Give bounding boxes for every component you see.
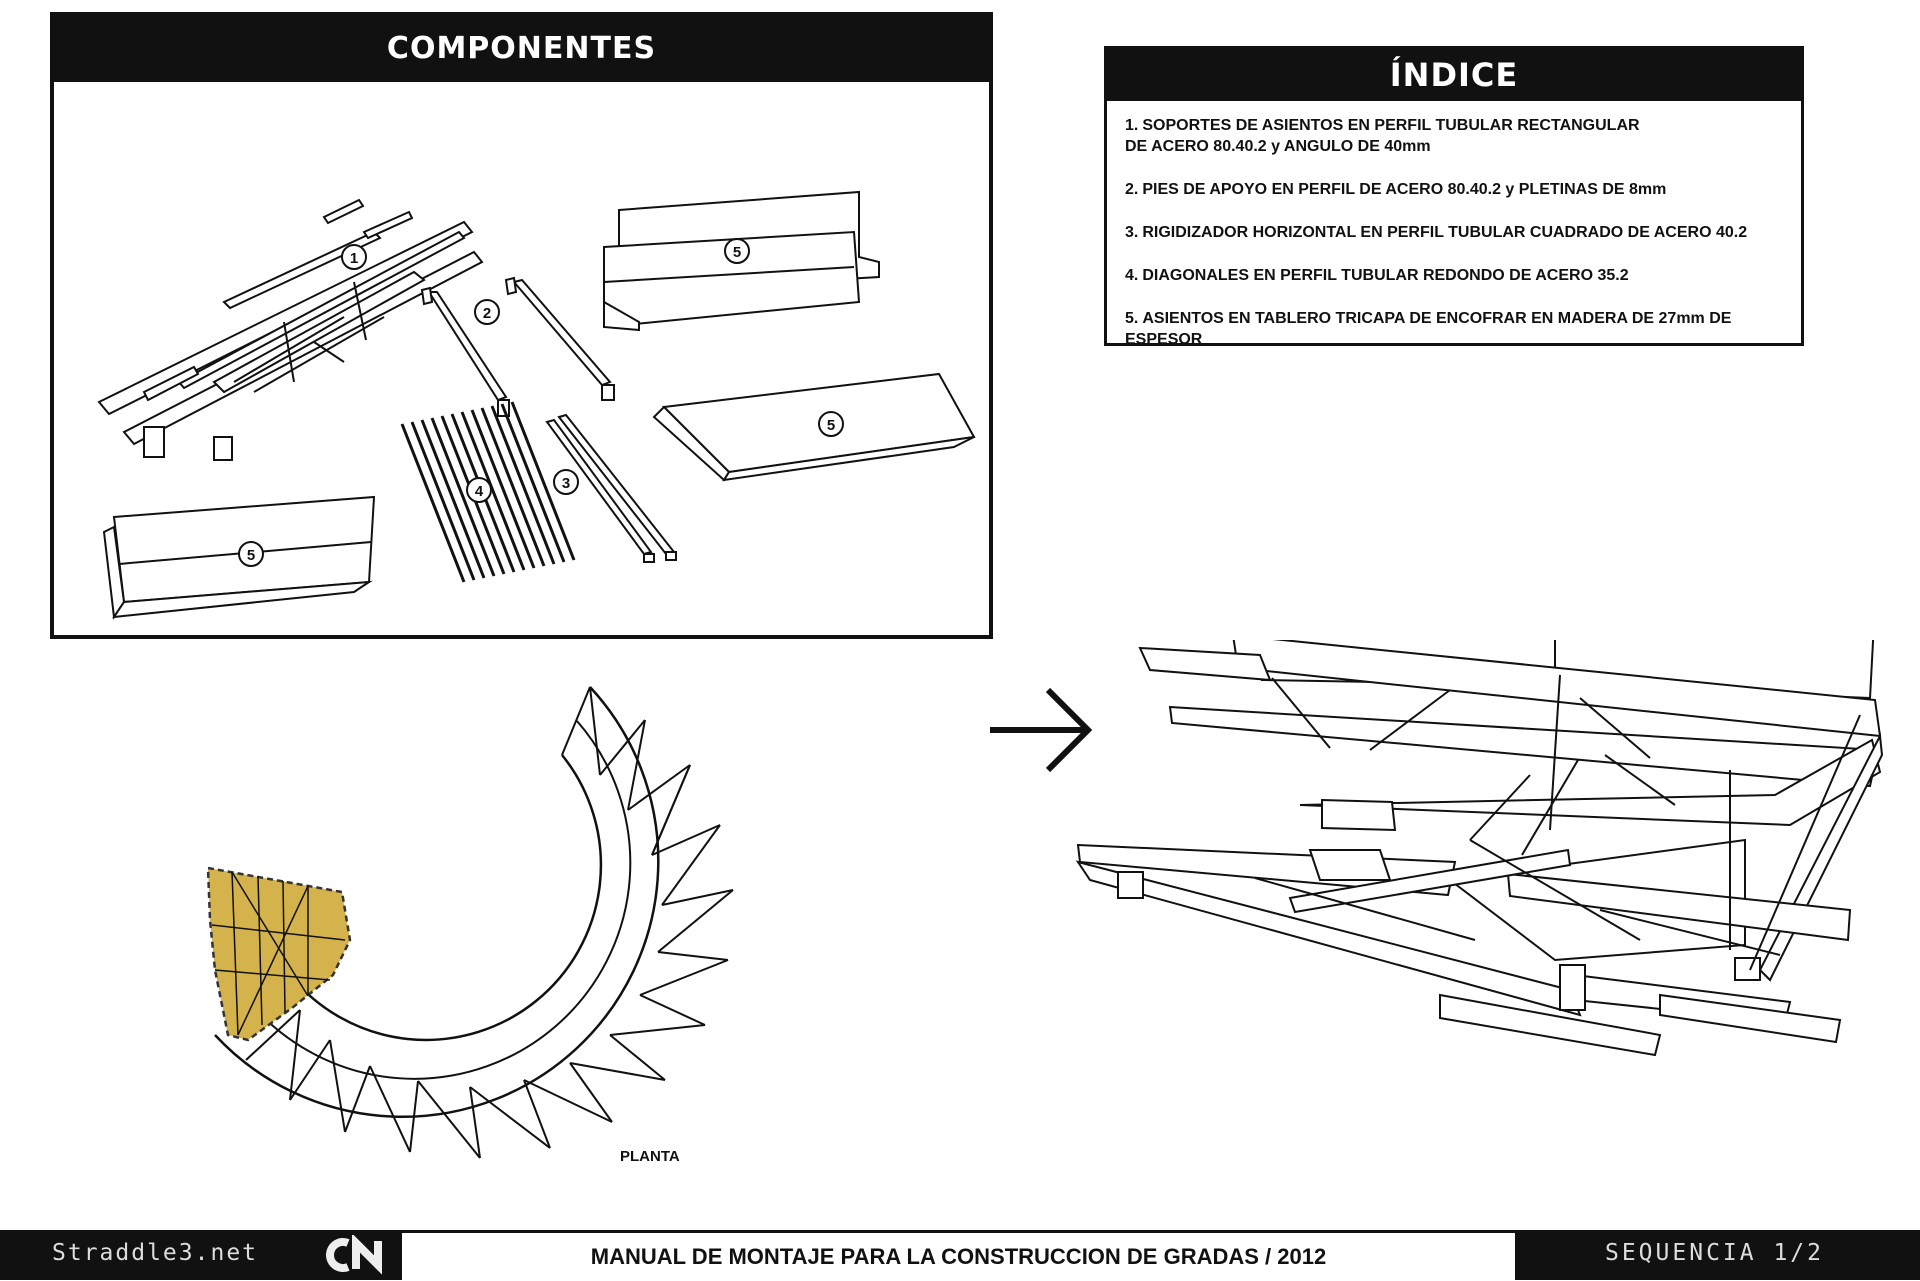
svg-text:5: 5 (827, 417, 835, 434)
seat-board-upper (603, 190, 880, 332)
components-title: COMPONENTES (54, 16, 989, 82)
footer-site: Straddle3.net (52, 1240, 259, 1266)
components-panel: COMPONENTES (50, 12, 993, 639)
footer-sequence: SEQUENCIA 1/2 (1604, 1240, 1824, 1266)
components-drawing: 1 2 3 4 5 5 5 (97, 190, 976, 620)
svg-text:5: 5 (247, 547, 255, 564)
svg-text:2: 2 (483, 305, 491, 322)
svg-text:3: 3 (562, 475, 570, 492)
callout-1: 1 (341, 244, 367, 270)
svg-text:5: 5 (733, 244, 741, 261)
index-item: 1.SOPORTES DE ASIENTOS EN PERFIL TUBULAR… (1125, 117, 1640, 155)
index-item: 2.PIES DE APOYO EN PERFIL DE ACERO 80.40… (1125, 181, 1667, 198)
index-list: 1.SOPORTES DE ASIENTOS EN PERFIL TUBULAR… (1107, 101, 1801, 350)
cn-logo-icon: CN (318, 1235, 398, 1275)
assembled-bleacher-module (1075, 640, 1884, 1057)
svg-text:4: 4 (475, 483, 484, 500)
index-item: 4.DIAGONALES EN PERFIL TUBULAR REDONDO D… (1125, 267, 1629, 284)
callout-5c: 5 (238, 541, 264, 567)
seat-support-frame (97, 198, 484, 461)
plan-label: PLANTA (620, 1148, 680, 1165)
callout-2: 2 (474, 299, 500, 325)
index-panel: ÍNDICE 1.SOPORTES DE ASIENTOS EN PERFIL … (1104, 46, 1804, 348)
callout-3: 3 (553, 469, 579, 495)
callout-4: 4 (466, 477, 492, 503)
index-item: 3.RIGIDIZADOR HORIZONTAL EN PERFIL TUBUL… (1125, 224, 1748, 241)
seat-board-middle (652, 372, 976, 482)
highlight-fill (206, 866, 352, 1042)
assembly-drawing: PLANTA (206, 640, 1884, 1165)
plan-ring (214, 686, 734, 1159)
support-feet (420, 276, 615, 417)
callout-5a: 5 (724, 238, 750, 264)
index-title: ÍNDICE (1107, 49, 1801, 101)
plan-highlight-sector (206, 866, 352, 1042)
index-item: 5.ASIENTOS EN TABLERO TRICAPA DE ENCOFRA… (1125, 310, 1732, 348)
horizontal-stiffener (545, 413, 677, 563)
footer-title: MANUAL DE MONTAJE PARA LA CONSTRUCCION D… (402, 1230, 1515, 1280)
footer-bar: Straddle3.net CN MANUAL DE MONTAJE PARA … (0, 1230, 1920, 1280)
callout-5b: 5 (818, 411, 844, 437)
arrow-icon (990, 687, 1093, 773)
svg-text:1: 1 (350, 250, 358, 267)
